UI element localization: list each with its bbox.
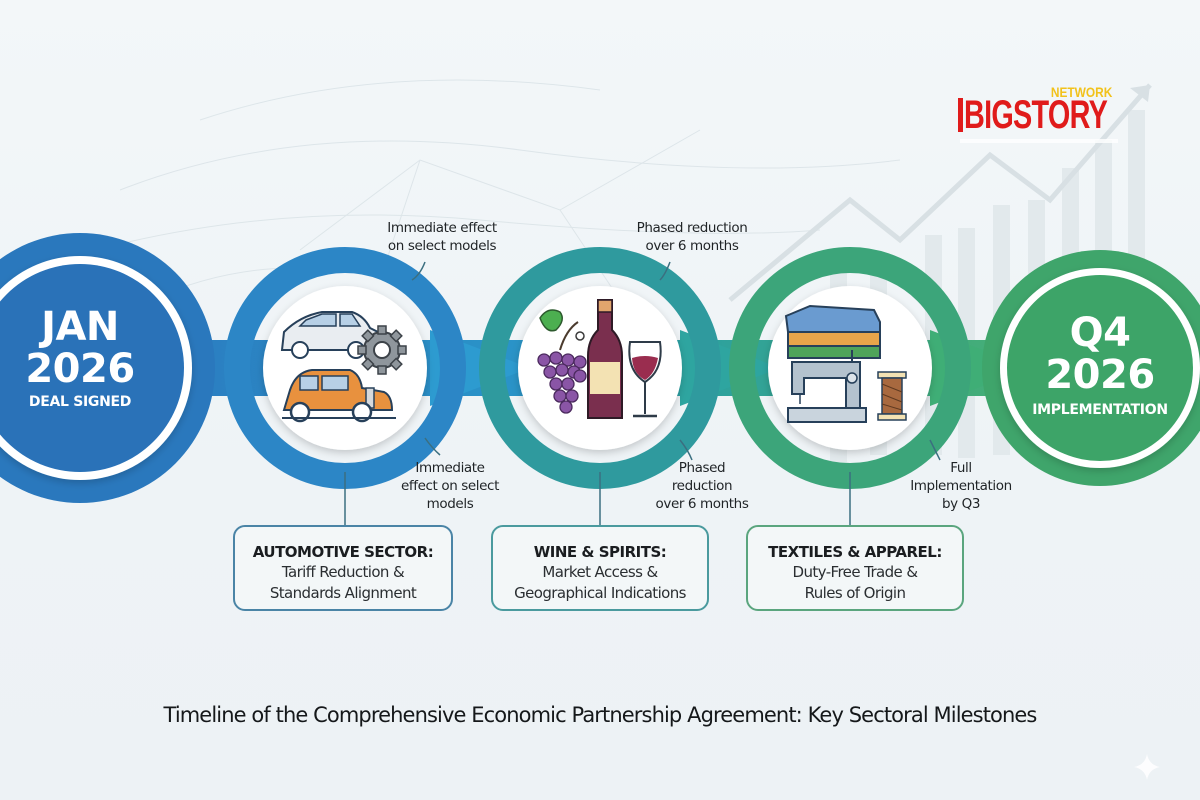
- note-line: Immediate effect: [387, 220, 497, 236]
- sector-box-automotive: AUTOMOTIVE SECTOR: Tariff Reduction & St…: [233, 525, 453, 611]
- logo-underline: [960, 139, 1118, 143]
- start-milestone-sub: DEAL SIGNED: [28, 394, 132, 410]
- sector-box-textiles-apparel: TEXTILES & APPAREL: Duty-Free Trade & Ru…: [746, 525, 964, 611]
- sector-3-bottom-note: Full Implementation by Q3: [898, 459, 1024, 513]
- end-milestone-quarter: Q4: [1069, 310, 1131, 356]
- end-milestone-circle: [982, 250, 1200, 486]
- sector-box-desc: Rules of Origin: [804, 584, 906, 602]
- end-milestone-sub: IMPLEMENTATION: [1032, 402, 1168, 418]
- start-milestone-circle: [0, 233, 215, 503]
- note-line: Phased reduction: [636, 220, 748, 236]
- note-line: Implementation: [910, 478, 1012, 494]
- bigstory-network-logo: NETWORK BIGSTORY: [958, 84, 1118, 144]
- sector-box-desc: Standards Alignment: [269, 584, 417, 602]
- note-line: on select models: [387, 238, 497, 254]
- note-line: reduction: [671, 478, 733, 494]
- textiles-apparel-icon: [784, 304, 907, 423]
- logo-network-text: NETWORK: [1050, 84, 1112, 100]
- note-line: by Q3: [941, 496, 981, 512]
- logo-tag-bar: [958, 98, 963, 132]
- sector-1-bottom-note: Immediate effect on select models: [392, 459, 508, 513]
- note-line: effect on select: [401, 478, 499, 494]
- automotive-icon: [280, 311, 407, 423]
- logo-main-text: BIGSTORY: [964, 93, 1108, 137]
- sector-2-bottom-note: Phased reduction over 6 months: [636, 459, 768, 513]
- sector-1-top-note: Immediate effect on select models: [362, 219, 522, 255]
- start-milestone-label: JAN 2026 DEAL SIGNED: [0, 306, 180, 410]
- sector-box-desc: Market Access &: [542, 563, 658, 581]
- note-line: Full: [950, 460, 972, 476]
- note-line: Phased: [678, 460, 726, 476]
- sector-box-title: AUTOMOTIVE SECTOR:: [252, 543, 434, 561]
- sector-box-desc: Tariff Reduction &: [281, 563, 405, 581]
- note-line: Immediate: [415, 460, 485, 476]
- start-milestone-month: JAN: [41, 304, 119, 350]
- sector-box-desc: Geographical Indications: [514, 584, 686, 602]
- sector-box-desc: Duty-Free Trade &: [792, 563, 919, 581]
- sector-box-title: TEXTILES & APPAREL:: [768, 543, 942, 561]
- sector-box-title: WINE & SPIRITS:: [533, 543, 667, 561]
- note-line: models: [426, 496, 474, 512]
- sector-2-top-note: Phased reduction over 6 months: [612, 219, 772, 255]
- wine-spirits-icon: [537, 299, 662, 419]
- note-line: over 6 months: [655, 496, 749, 512]
- start-milestone-year: 2026: [25, 346, 135, 392]
- infographic-caption: Timeline of the Comprehensive Economic P…: [163, 703, 1038, 727]
- note-line: over 6 months: [645, 238, 739, 254]
- end-milestone-label: Q4 2026 IMPLEMENTATION: [1010, 312, 1190, 418]
- end-milestone-year: 2026: [1045, 352, 1155, 398]
- sparkle-icon: [1134, 754, 1160, 780]
- sector-box-wine-spirits: WINE & SPIRITS: Market Access & Geograph…: [491, 525, 709, 611]
